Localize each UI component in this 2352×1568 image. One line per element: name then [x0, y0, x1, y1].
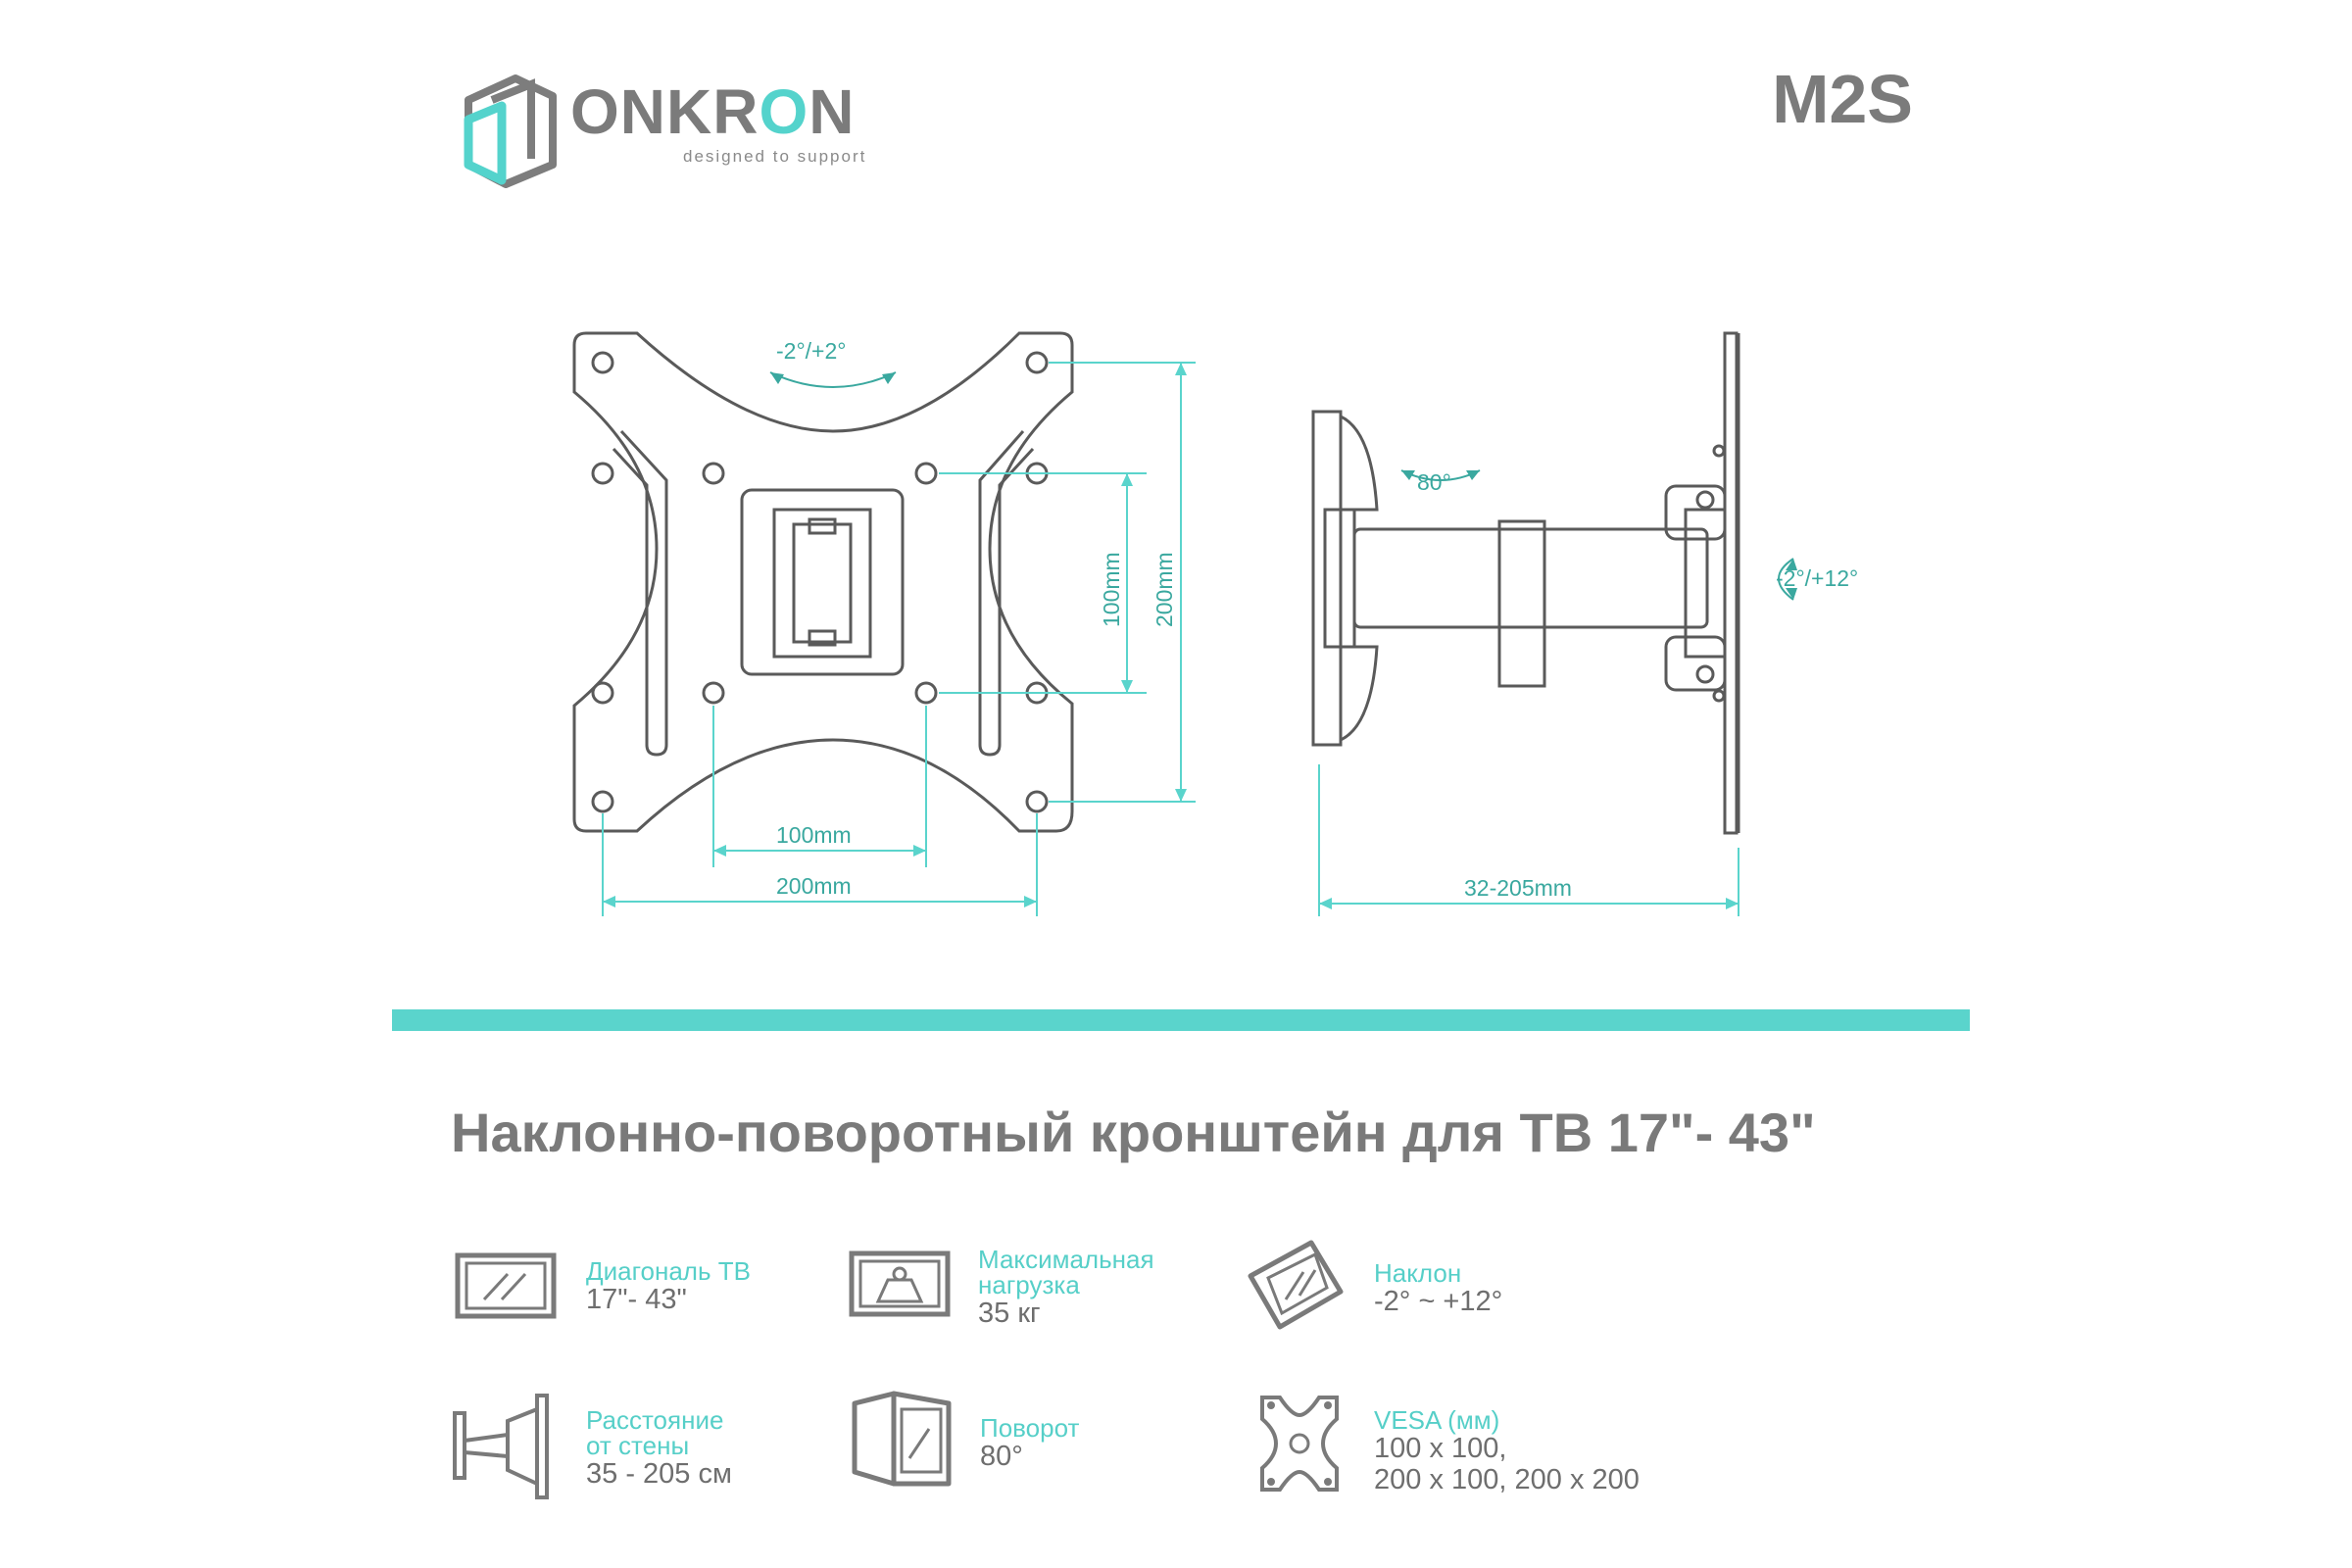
- swivel-angle-label: -2°/+2°: [776, 338, 846, 364]
- brand-name-tail: N: [808, 76, 856, 147]
- spec-swivel-label: Поворот: [980, 1413, 1080, 1443]
- spec-max-load-value: 35 кг: [978, 1298, 1041, 1329]
- spec-max-load: Максимальная нагрузка 35 кг: [978, 1247, 1154, 1329]
- side-view-diagram: 80° -2°/+12° 32-205mm: [1311, 331, 1858, 916]
- accent-divider: [392, 1009, 1970, 1031]
- model-name: M2S: [1772, 61, 1913, 137]
- wall-plate: [1311, 410, 1343, 747]
- left-slot: [612, 429, 668, 757]
- spec-diagonal-label: Диагональ ТВ: [586, 1256, 751, 1286]
- spec-wall-distance-value: 35 - 205 см: [586, 1458, 732, 1490]
- product-title: Наклонно-поворотный кронштейн для ТВ 17"…: [451, 1102, 1816, 1163]
- tilt-angle-label: -2°/+12°: [1776, 565, 1858, 591]
- spec-vesa-label: VESA (мм): [1374, 1405, 1500, 1435]
- brand-tagline: designed to support: [683, 147, 867, 166]
- spec-tilt-value: -2° ~ +12°: [1374, 1286, 1503, 1317]
- brand-name: ONKRON: [570, 80, 855, 143]
- center-bracket: [740, 488, 905, 676]
- onkron-logo-icon: [464, 74, 557, 188]
- spec-tilt: Наклон -2° ~ +12°: [1374, 1260, 1502, 1317]
- front-view-diagram: -2°/+2° 100mm 200mm 100mm 200mm: [572, 331, 1196, 916]
- spec-wall-distance-label: Расстояние от стены: [586, 1405, 724, 1460]
- swivel-icon: [852, 1391, 952, 1487]
- dim-outer-horizontal: 200mm: [776, 873, 852, 899]
- dim-wall-distance: 32-205mm: [1464, 875, 1572, 901]
- spec-wall-distance: Расстояние от стены 35 - 205 см: [586, 1407, 732, 1490]
- vesa-plate-outline: [572, 331, 1074, 833]
- spec-max-load-label: Максимальная нагрузка: [978, 1245, 1154, 1299]
- rotation-angle-label: 80°: [1417, 469, 1451, 495]
- tilt-icon: [1248, 1240, 1344, 1330]
- spec-diagonal-value: 17"- 43": [586, 1284, 687, 1315]
- arm: [1352, 527, 1709, 629]
- spec-tilt-label: Наклон: [1374, 1258, 1462, 1288]
- spec-swivel-value: 80°: [980, 1441, 1023, 1472]
- dim-inner-horizontal: 100mm: [776, 822, 852, 848]
- spec-diagonal: Диагональ ТВ 17"- 43": [586, 1258, 751, 1315]
- wall-arm-icon: [453, 1394, 549, 1499]
- right-slot: [978, 430, 1035, 757]
- tv-plate: [1723, 331, 1739, 835]
- dim-inner-vertical: 100mm: [1099, 552, 1124, 627]
- tv-screen-icon: [455, 1252, 557, 1319]
- spec-vesa-value: 100 x 100, 200 x 100, 200 x 200: [1374, 1433, 1640, 1495]
- brand-name-accent: O: [759, 76, 809, 147]
- weight-icon: [849, 1250, 951, 1317]
- vesa-plate-icon: [1260, 1396, 1339, 1492]
- spec-swivel: Поворот 80°: [980, 1415, 1079, 1472]
- dim-outer-vertical: 200mm: [1152, 552, 1177, 627]
- spec-vesa: VESA (мм) 100 x 100, 200 x 100, 200 x 20…: [1374, 1407, 1640, 1495]
- brand-name-main: ONKR: [570, 76, 760, 147]
